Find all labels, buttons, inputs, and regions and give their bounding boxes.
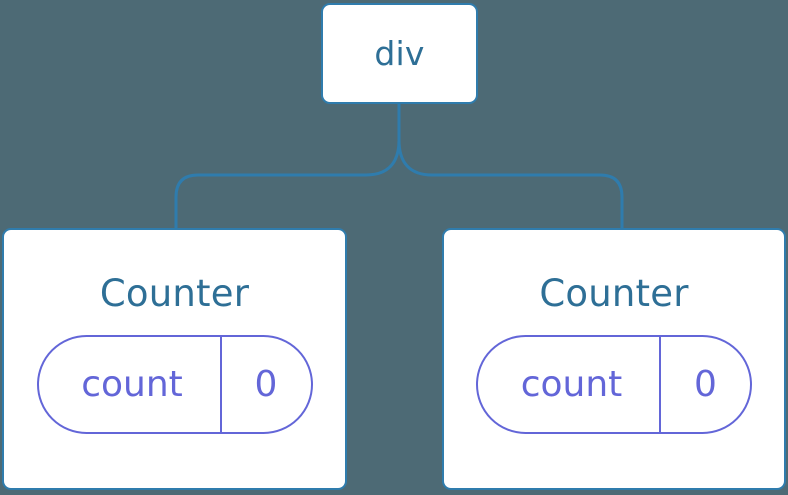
state-key-left: count [81, 363, 183, 405]
node-counter-left-label: Counter [99, 272, 250, 315]
state-pill-right[interactable]: count 0 [476, 335, 752, 434]
node-div-label: div [374, 34, 425, 73]
state-pill-left[interactable]: count 0 [36, 335, 313, 434]
connector-branch-left [174, 139, 401, 228]
node-div[interactable]: div [321, 3, 478, 104]
state-value-right: 0 [694, 363, 717, 405]
state-divider-right [659, 337, 661, 432]
node-counter-right-label: Counter [539, 272, 689, 315]
state-key-right: count [520, 363, 623, 405]
node-counter-right[interactable]: Counter count 0 [442, 228, 786, 490]
state-value-left: 0 [254, 363, 278, 405]
node-counter-left[interactable]: Counter count 0 [2, 228, 347, 490]
state-divider-left [219, 337, 222, 432]
connector-branch-right [397, 139, 624, 228]
